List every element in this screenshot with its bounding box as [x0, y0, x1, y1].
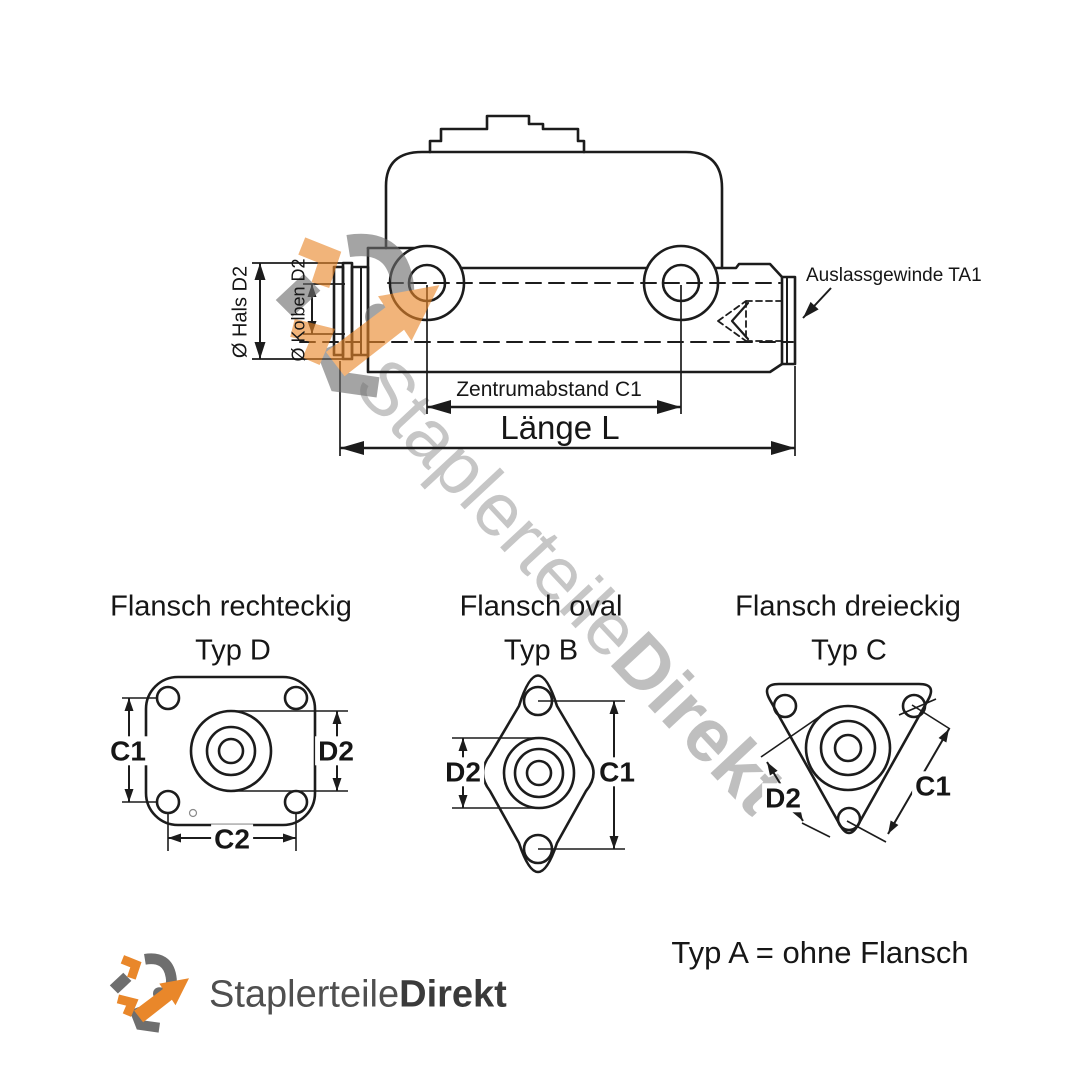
flange-b-title: Flansch oval — [459, 590, 623, 623]
flange-b-dim-d2: D2 — [442, 757, 484, 787]
brand-logo-text: StaplerteileDirekt — [209, 974, 507, 1017]
speck — [188, 808, 198, 818]
flange-d-title: Flansch rechteckig — [110, 590, 352, 623]
flange-b-typ: Typ B — [503, 634, 579, 667]
label-zentrumabstand: Zentrumabstand C1 — [456, 378, 642, 401]
flange-d-dim-d2: D2 — [315, 736, 357, 766]
flange-c-dim-d2: D2 — [762, 783, 804, 813]
brand-name-regular: Staplerteile — [209, 973, 400, 1016]
label-laenge: Länge L — [500, 409, 620, 446]
flange-rectangular-typ-d — [122, 675, 348, 851]
flange-c-dim-c1: C1 — [912, 771, 954, 801]
label-hals-d2: Ø Hals D2 — [229, 265, 252, 359]
cylinder-body — [366, 246, 784, 374]
flange-b-dim-c1: C1 — [596, 757, 638, 787]
flange-triangular-typ-c — [760, 682, 951, 843]
outlet-end-cap — [780, 275, 797, 366]
label-kolben-d2: Ø Kolben D2 — [288, 258, 309, 362]
flange-d-typ: Typ D — [195, 634, 271, 667]
reservoir-cap — [428, 114, 586, 154]
flange-c-typ: Typ C — [811, 634, 887, 667]
flange-c-title: Flansch dreieckig — [735, 590, 961, 623]
brand-logo-icon — [110, 959, 189, 1028]
hex-chevron — [730, 301, 750, 341]
brand-name-bold: Direkt — [399, 973, 507, 1016]
note-typ-a: Typ A = ohne Flansch — [671, 935, 969, 970]
flange-d-dim-c1: C1 — [107, 736, 149, 766]
leader-auslass — [802, 287, 832, 319]
flange-d-dim-c2: C2 — [211, 824, 253, 854]
reservoir — [384, 150, 724, 270]
outlet-hex-socket — [717, 300, 782, 342]
label-auslassgewinde: Auslassgewinde TA1 — [806, 265, 982, 286]
